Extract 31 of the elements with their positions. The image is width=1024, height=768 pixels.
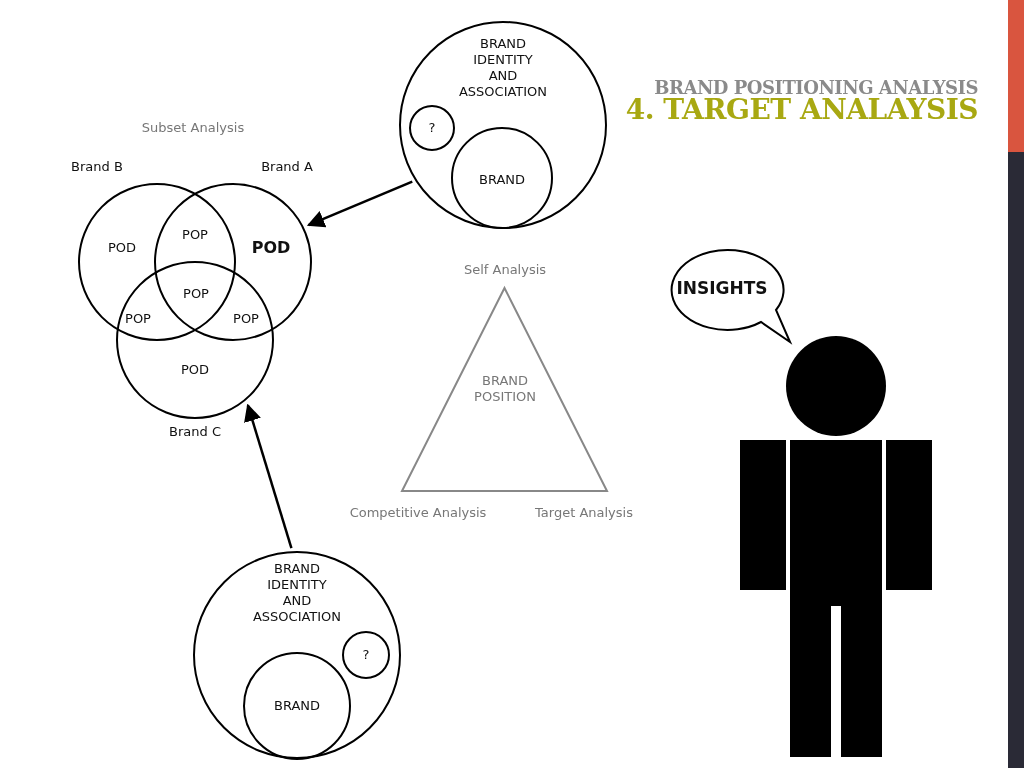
circle-label: BRAND xyxy=(478,172,526,188)
circle xyxy=(242,651,352,761)
region-label: POP xyxy=(182,227,208,243)
circle-label: ? xyxy=(428,120,436,136)
large-circle xyxy=(192,550,402,760)
set-label: Brand B xyxy=(71,159,123,175)
circle xyxy=(450,126,554,230)
large-circle xyxy=(398,20,608,230)
arrow xyxy=(306,180,413,228)
bubble-label: INSIGHTS xyxy=(676,280,768,296)
vertex-label: Competitive Analysis xyxy=(349,505,487,521)
region-label: POP xyxy=(183,286,209,302)
small-circle xyxy=(341,630,391,680)
region-label: POP xyxy=(125,311,151,327)
arrow xyxy=(244,403,293,549)
small-circle xyxy=(408,104,456,152)
triangle xyxy=(401,287,608,492)
circle-label: POD xyxy=(180,362,210,378)
set-label: Brand A xyxy=(261,159,313,175)
circle-label: BRAND xyxy=(273,698,321,714)
vertex-label: Self Analysis xyxy=(463,262,547,278)
heading: Subset Analysis xyxy=(141,120,245,136)
set-label: Brand C xyxy=(169,424,221,440)
vertex-label: Target Analysis xyxy=(535,505,633,521)
circle-label: BRAND IDENTITY AND ASSOCIATION xyxy=(252,561,342,625)
circle-label: ? xyxy=(362,647,370,663)
circle-label: BRAND IDENTITY AND ASSOCIATION xyxy=(458,36,548,100)
region-label: POP xyxy=(233,311,259,327)
shape-label: BRAND POSITION xyxy=(474,373,536,405)
circle-label: POD xyxy=(107,240,137,256)
circle-label: POD xyxy=(251,240,291,256)
